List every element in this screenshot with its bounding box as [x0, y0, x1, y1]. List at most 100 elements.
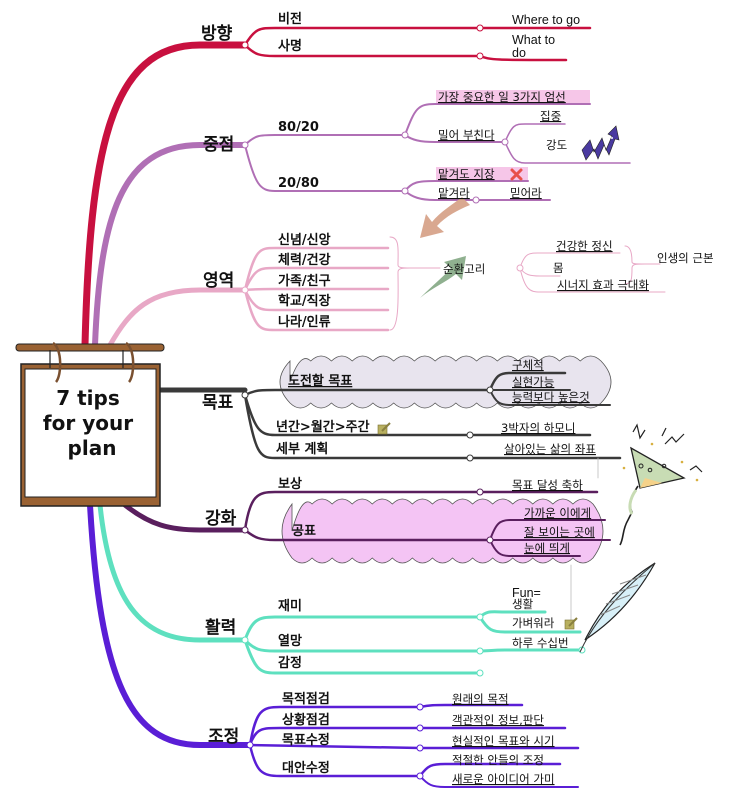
connector-node[interactable] [416, 772, 424, 780]
topic-area-3[interactable]: 가족/친구 [278, 274, 331, 289]
central-title-line-1: 7 tips [56, 386, 120, 410]
topic-area-4[interactable]: 학교/직장 [278, 293, 331, 309]
leaf-dozens-daily[interactable]: 하루 수십번 [512, 636, 569, 650]
leaf-delegable[interactable]: 맡겨도 지장 [438, 167, 495, 181]
connector-node[interactable] [476, 647, 484, 655]
connector-node[interactable] [486, 386, 494, 394]
topic-announce[interactable]: 공표 [292, 524, 316, 539]
leaf-where-to-go[interactable]: Where to go [512, 13, 580, 27]
leaf-eye-catching[interactable]: 눈에 띄게 [524, 541, 570, 555]
leaf-lighten[interactable]: 가벼워라 [512, 616, 555, 630]
sub-line-detail [243, 393, 622, 460]
leaf-line-focus [504, 123, 566, 143]
leaf-fun-equals[interactable]: Fun= [512, 586, 541, 600]
leaf-body[interactable]: 몸 [553, 261, 564, 275]
leaf-intensity[interactable]: 강도 [546, 138, 567, 152]
topic-vision[interactable]: 비전 [278, 11, 302, 27]
connector-node[interactable] [241, 286, 249, 294]
topic-emotion[interactable]: 감정 [278, 655, 302, 671]
leaf-celebrate[interactable]: 목표 달성 축하 [512, 478, 583, 492]
connector-node[interactable] [241, 391, 249, 399]
leaf-original-purpose[interactable]: 원래의 목적 [452, 692, 509, 706]
topic-20-80[interactable]: 20/80 [278, 176, 319, 191]
connector-node[interactable] [241, 526, 249, 534]
sub-line-area-4 [243, 288, 390, 312]
topic-detailed-plan[interactable]: 세부 계획 [276, 441, 328, 457]
topic-yearly-monthly-weekly[interactable]: 년간>월간>주간 [276, 419, 370, 435]
topic-alt-revise[interactable]: 대안수정 [282, 760, 330, 776]
summary-cycle-loop[interactable]: 순환고리 [443, 262, 485, 276]
leaf-realistic-goal[interactable]: 현실적인 목표와 시기 [452, 734, 555, 748]
connector-node[interactable] [476, 488, 484, 496]
connector-node[interactable] [241, 636, 249, 644]
connector-node[interactable] [401, 131, 409, 139]
topic-purpose-check[interactable]: 목적점검 [282, 691, 330, 707]
leaf-life[interactable]: 생활 [512, 597, 534, 611]
leaf-objective-info[interactable]: 객관적인 정보,판단 [452, 713, 544, 727]
connector-node[interactable] [516, 264, 524, 272]
connector-node[interactable] [501, 138, 509, 146]
topic-desire[interactable]: 열망 [278, 633, 302, 649]
connector-node[interactable] [472, 196, 480, 204]
branch-line-direction [81, 41, 249, 349]
connector-node[interactable] [476, 52, 484, 60]
leaf-delegate[interactable]: 맡겨라 [438, 186, 470, 200]
topic-fun[interactable]: 재미 [278, 598, 302, 614]
leaf-push-through[interactable]: 밀어 부친다 [438, 128, 495, 142]
leaf-do[interactable]: do [512, 46, 526, 60]
topic-80-20[interactable]: 80/20 [278, 120, 319, 135]
leaf-concentration[interactable]: 집중 [540, 109, 561, 123]
leaf-close-people[interactable]: 가까운 이에게 [524, 506, 591, 520]
leaf-specific[interactable]: 구체적 [512, 358, 544, 372]
leaf-healthy-mind[interactable]: 건강한 정신 [556, 239, 613, 253]
summary-life-foundation[interactable]: 인생의 근본 [657, 251, 714, 265]
leaf-trust[interactable]: 믿어라 [510, 186, 542, 200]
leaf-line-healthy-mind [519, 252, 621, 269]
leaf-adjust-options[interactable]: 적절한 안들의 조정 [452, 753, 544, 767]
connector-node[interactable] [416, 703, 424, 711]
ring-left-icon [49, 341, 62, 383]
central-topic-board[interactable]: 7 tips for your plan [15, 341, 165, 507]
branch-vitality[interactable]: 활력 [205, 617, 236, 638]
branch-direction[interactable]: 방향 [201, 23, 233, 44]
connector-node[interactable] [416, 744, 424, 752]
board-hanger-bar [15, 343, 165, 352]
topic-goal-revise[interactable]: 목표수정 [282, 732, 330, 748]
leaf-triple-harmony[interactable]: 3박자의 하모니 [501, 421, 575, 435]
leaf-achievable[interactable]: 실현가능 [512, 375, 554, 389]
connector-node[interactable] [476, 24, 484, 32]
topic-situation-check[interactable]: 상황점검 [282, 712, 330, 728]
topic-area-5[interactable]: 나라/인류 [278, 314, 331, 330]
branch-adjust[interactable]: 조정 [208, 727, 239, 747]
branch-reinforce[interactable]: 강화 [205, 509, 237, 529]
leaf-new-ideas[interactable]: 새로운 아이디어 가미 [452, 772, 555, 786]
branch-areas[interactable]: 영역 [203, 271, 234, 291]
topic-mission[interactable]: 사명 [278, 38, 302, 54]
topic-reward[interactable]: 보상 [278, 477, 302, 492]
connector-node[interactable] [466, 431, 474, 439]
connector-node[interactable] [476, 669, 484, 677]
topic-challenge-goal[interactable]: 도전할 목표 [288, 373, 352, 389]
topic-area-1[interactable]: 신념/신앙 [278, 232, 331, 248]
leaf-line-eye-catching [489, 539, 581, 557]
branch-goal[interactable]: 목표 [202, 393, 234, 413]
connector-node[interactable] [241, 141, 249, 149]
leaf-line-lighten [478, 615, 582, 634]
leaf-top3-tasks[interactable]: 가장 중요한 일 3가지 엄선 [438, 90, 566, 104]
leaf-what-to[interactable]: What to [512, 33, 555, 47]
connector-node[interactable] [476, 613, 484, 621]
topic-area-2[interactable]: 체력/건강 [278, 252, 331, 268]
leaf-above-ability[interactable]: 능력보다 높은것 [512, 390, 590, 404]
leaf-life-coordinate[interactable]: 살아있는 삶의 좌표 [504, 442, 596, 456]
branch-focus[interactable]: 중점 [203, 135, 234, 155]
connector-node[interactable] [486, 536, 494, 544]
leaf-synergy[interactable]: 시너지 효과 극대화 [557, 278, 649, 292]
area-bracket [389, 236, 411, 331]
connector-node[interactable] [241, 41, 249, 49]
connector-node[interactable] [416, 724, 424, 732]
connector-node[interactable] [401, 187, 409, 195]
connector-node[interactable] [466, 454, 474, 462]
connector-node[interactable] [246, 741, 254, 749]
leaf-visible-place[interactable]: 잘 보이는 곳에 [524, 525, 595, 539]
